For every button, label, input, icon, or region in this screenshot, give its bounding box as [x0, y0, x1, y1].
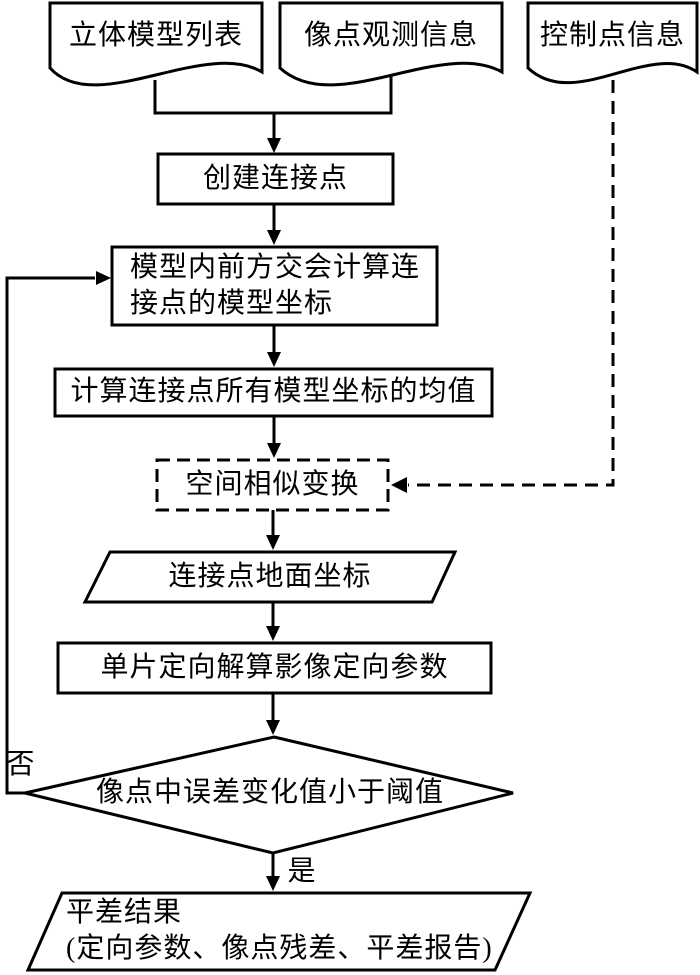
mean-model-coords-box-shape [53, 367, 494, 418]
decision-diamond-shape [24, 735, 514, 855]
image-point-observation-label: 像点观测信息 [303, 19, 478, 51]
branch-no-label: 否 [6, 748, 36, 780]
no-feedback-line [5, 271, 111, 795]
mean-model-coords-label: 计算连接点所有模型坐标的均值 [70, 376, 477, 408]
stereo-model-list-doc-shape [48, 1, 264, 87]
create-tie-points-label: 创建连接点 [202, 162, 348, 194]
create-tie-points-box-shape [156, 152, 395, 206]
control-point-doc-shape [526, 1, 699, 85]
forward-intersection-box-shape [110, 245, 439, 327]
control-point-label: 控制点信息 [539, 19, 685, 51]
flow-arrows [266, 113, 281, 891]
similarity-transform-dashed-box-shape [155, 458, 390, 512]
image-point-observation-doc-shape [278, 1, 504, 87]
result-label: 平差结果 (定向参数、像点残差、平差报告) [66, 896, 493, 964]
ground-coords-parallelogram-shape [82, 550, 458, 604]
single-photo-orientation-box-shape [56, 641, 493, 695]
ground-coords-label: 连接点地面坐标 [168, 560, 372, 592]
control-point-dashed-line [391, 80, 615, 493]
forward-intersection-label: 模型内前方交会计算连 接点的模型坐标 [130, 251, 421, 319]
similarity-transform-label: 空间相似变换 [185, 468, 360, 500]
decision-label: 像点中误差变化值小于阈值 [95, 776, 444, 808]
single-photo-orientation-label: 单片定向解算影像定向参数 [100, 651, 449, 683]
result-parallelogram-shape [25, 891, 533, 972]
stereo-model-list-label: 立体模型列表 [68, 19, 243, 51]
branch-yes-label: 是 [287, 855, 317, 887]
